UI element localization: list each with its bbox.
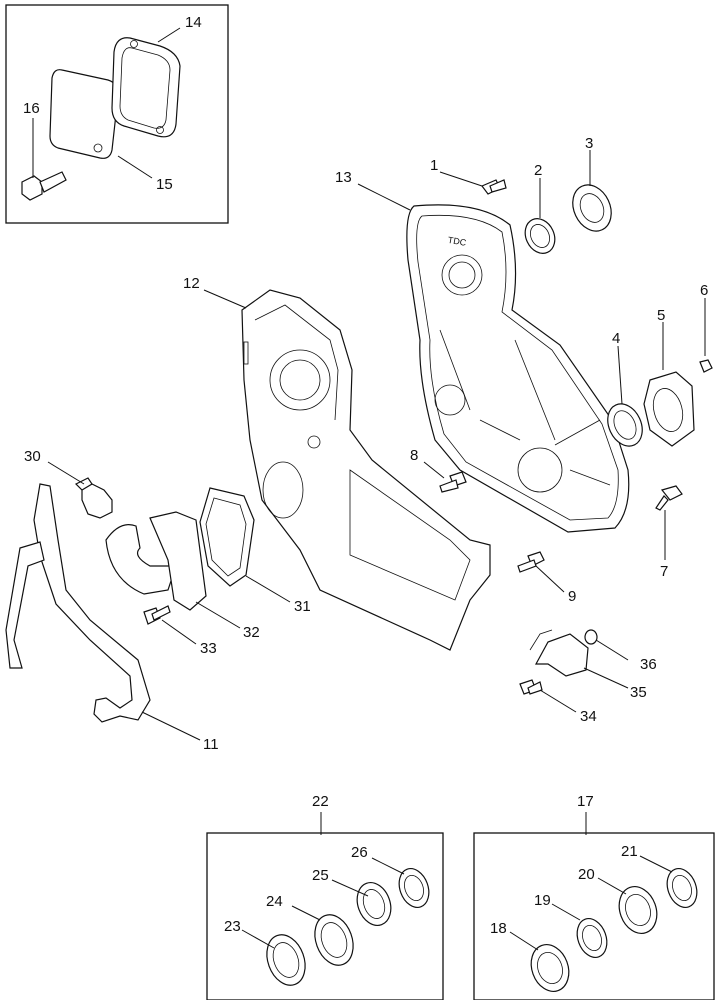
part-13-timing-cover-gasket: TDC <box>406 204 630 533</box>
part-4-seal-ring <box>607 403 643 447</box>
part-20-seal <box>618 886 658 934</box>
callout-19: 19 <box>534 892 551 909</box>
callout-11: 11 <box>203 736 219 753</box>
callout-22: 22 <box>312 793 329 810</box>
callout-23: 23 <box>224 918 241 935</box>
callout-7: 7 <box>660 563 668 580</box>
callout-14: 14 <box>185 14 202 31</box>
callout-33: 33 <box>200 640 217 657</box>
part-32-elbow-tube <box>105 511 207 611</box>
callout-25: 25 <box>312 867 329 884</box>
part-3-oil-seal <box>572 184 612 232</box>
callout-labels: 14 15 16 1 2 3 13 12 4 5 6 7 8 9 30 31 3… <box>23 14 708 937</box>
callout-34: 34 <box>580 708 597 725</box>
part-8-bolt <box>439 471 467 493</box>
callout-17: 17 <box>577 793 594 810</box>
part-1-bolt <box>481 179 507 195</box>
callout-31: 31 <box>294 598 311 615</box>
part-23-seal <box>266 934 306 986</box>
part-6-nut <box>699 359 713 373</box>
callout-21: 21 <box>621 843 638 860</box>
callout-20: 20 <box>578 866 595 883</box>
callout-1: 1 <box>430 157 438 174</box>
part-34-bolt <box>519 679 543 695</box>
part-14-gasket <box>111 37 181 138</box>
callout-30: 30 <box>24 448 41 465</box>
part-16-bolt <box>21 171 67 201</box>
part-7-bolt <box>655 485 683 511</box>
part-36-o-ring <box>584 629 598 645</box>
callout-24: 24 <box>266 893 283 910</box>
part-5-seal-retainer <box>643 371 695 447</box>
part-26-ring <box>398 868 430 908</box>
inset-box-kit-17 <box>473 832 715 1000</box>
part-21-ring <box>666 868 698 908</box>
part-31-gasket <box>199 487 255 587</box>
callout-16: 16 <box>23 100 40 117</box>
part-19-ring <box>576 918 608 958</box>
part-2-seal-ring <box>524 218 556 254</box>
part-15-cover-plate <box>49 69 119 159</box>
inset-box-cover-plate <box>5 4 229 224</box>
callout-15: 15 <box>156 176 173 193</box>
callout-8: 8 <box>410 447 418 464</box>
callout-2: 2 <box>534 162 542 179</box>
inset-box-kit-22 <box>206 832 444 1000</box>
part-18-seal <box>530 944 570 992</box>
part-30-sensor-fitting <box>74 477 113 519</box>
part-9-bolt <box>517 551 545 573</box>
part-33-bolt <box>143 605 171 625</box>
leader-lines <box>32 27 706 951</box>
callout-3: 3 <box>585 135 593 152</box>
callout-5: 5 <box>657 307 665 324</box>
stamp-label: TDC <box>447 235 467 248</box>
callout-18: 18 <box>490 920 507 937</box>
part-11-lower-gasket <box>5 483 151 723</box>
part-25-sleeve <box>356 882 392 926</box>
part-24-bushing <box>314 914 354 966</box>
callout-26: 26 <box>351 844 368 861</box>
callout-9: 9 <box>568 588 576 605</box>
callout-35: 35 <box>630 684 647 701</box>
part-35-tube-bracket <box>529 629 589 677</box>
callout-32: 32 <box>243 624 260 641</box>
part-12-front-gear-housing <box>241 289 491 651</box>
callout-36: 36 <box>640 656 657 673</box>
callout-12: 12 <box>183 275 200 292</box>
callout-13: 13 <box>335 169 352 186</box>
callout-4: 4 <box>612 330 620 347</box>
callout-6: 6 <box>700 282 708 299</box>
